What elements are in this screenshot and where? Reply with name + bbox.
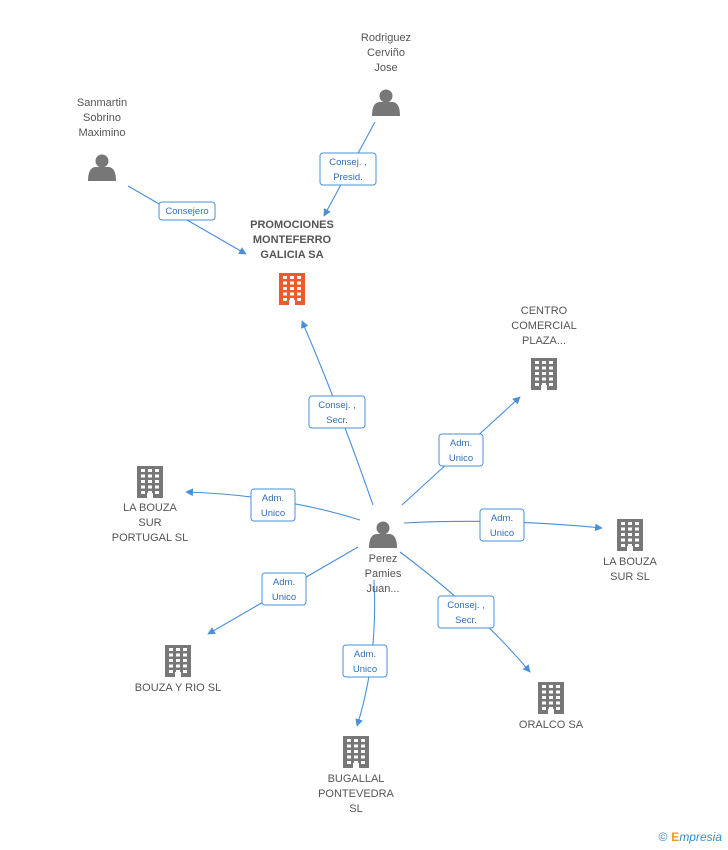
edge-label[interactable]: Consej. , Secr.: [437, 595, 495, 629]
edge-label-text: Consej. ,: [447, 600, 485, 611]
edge-perez-to-labouza_portugal: Adm. Unico: [185, 488, 361, 522]
copyright-symbol: ©: [658, 830, 668, 844]
edge-label[interactable]: Consejero: [158, 201, 216, 221]
edge-sanmartin-to-promociones: Consejero: [127, 185, 247, 255]
building-icon: [343, 736, 369, 768]
node-label: GALICIA SA: [260, 249, 323, 261]
edge-label-box: [158, 201, 216, 221]
node-label: SL: [349, 803, 362, 815]
edge-label-text: Unico: [449, 453, 473, 464]
node-label: COMERCIAL: [511, 320, 576, 332]
node-oralco[interactable]: ORALCO SA: [519, 682, 584, 731]
edge-label-box: [438, 433, 484, 467]
building-icon: [531, 358, 557, 390]
edge-perez-to-centro: Adm. Unico: [401, 396, 521, 506]
node-label: BUGALLAL: [328, 773, 385, 785]
edge-label[interactable]: Adm. Unico: [342, 644, 388, 678]
edge-label[interactable]: Consej. , Presid.: [319, 152, 377, 186]
edge-label-text: Unico: [272, 592, 296, 603]
edge-label-text: Adm.: [262, 493, 284, 504]
building-icon: [137, 466, 163, 498]
edge-label-box: [342, 644, 388, 678]
node-perez[interactable]: PerezPamiesJuan...: [365, 521, 402, 596]
edge-label-box: [437, 595, 495, 629]
node-labouza_sur[interactable]: LA BOUZA SUR SL: [603, 519, 658, 583]
edge-label-box: [479, 508, 525, 542]
edge-label-text: Adm.: [273, 577, 295, 588]
node-label: ORALCO SA: [519, 719, 584, 731]
edge-label-box: [250, 488, 296, 522]
edge-label-text: Consej. ,: [329, 157, 367, 168]
person-icon: [88, 154, 116, 181]
node-bugallal[interactable]: BUGALLAL PONTEVEDRA SL: [318, 736, 395, 815]
node-bouza_rio[interactable]: BOUZA Y RIO SL: [135, 645, 221, 694]
empresia-watermark: ©Empresia: [658, 830, 722, 844]
building-icon: [538, 682, 564, 714]
edge-perez-to-bouza_rio: Adm. Unico: [207, 546, 359, 635]
person-icon: [372, 89, 400, 116]
edge-label-box: [261, 572, 307, 606]
node-label: LA BOUZA: [123, 502, 177, 514]
node-label: Perez: [369, 553, 398, 565]
edge-label-text: Secr.: [455, 615, 477, 626]
edge-label[interactable]: Consej. , Secr.: [308, 395, 366, 429]
edge-label-text: Consej. ,: [318, 400, 356, 411]
node-label: Sobrino: [83, 112, 121, 124]
edge-label-box: [319, 152, 377, 186]
nodes-layer: PROMOCIONES MONTEFERRO GALICIA SA Rodriguez…: [77, 32, 658, 815]
node-label: PORTUGAL SL: [112, 532, 188, 544]
node-label: Jose: [374, 62, 397, 74]
brand-initial: E: [671, 830, 680, 844]
person-icon: [369, 521, 397, 548]
node-label: Rodriguez: [361, 32, 411, 44]
node-label: PLAZA...: [522, 335, 566, 347]
node-label: PONTEVEDRA: [318, 788, 394, 800]
edge-label-text: Presid.: [333, 172, 363, 183]
node-label: Maximino: [78, 127, 125, 139]
node-label: SUR SL: [610, 571, 650, 583]
edge-label[interactable]: Adm. Unico: [479, 508, 525, 542]
node-label: Pamies: [365, 568, 402, 580]
edge-perez-to-bugallal: Adm. Unico: [342, 579, 388, 727]
edge-label[interactable]: Adm. Unico: [250, 488, 296, 522]
edge-label-text: Adm.: [491, 513, 513, 524]
node-centro[interactable]: CENTRO COMERCIAL PLAZA...: [511, 305, 577, 390]
edge-label-text: Consejero: [165, 206, 208, 217]
node-label: LA BOUZA: [603, 556, 657, 568]
brand-name: mpresia: [679, 830, 722, 844]
edge-perez-to-oralco: Consej. , Secr.: [399, 551, 531, 673]
edge-label-text: Unico: [261, 508, 285, 519]
edge-label-box: [308, 395, 366, 429]
node-label: Juan...: [366, 583, 399, 595]
node-label: Cerviño: [367, 47, 405, 59]
edge-perez-to-labouza_sur: Adm. Unico: [403, 508, 603, 542]
node-label: Sanmartin: [77, 97, 127, 109]
edge-perez-to-promociones: Consej. , Secr.: [301, 320, 374, 506]
node-label: SUR: [138, 517, 161, 529]
building-icon: [617, 519, 643, 551]
node-labouza_portugal[interactable]: LA BOUZA SUR PORTUGAL SL: [112, 466, 188, 544]
edge-label-text: Unico: [353, 664, 377, 675]
edge-label-text: Unico: [490, 528, 514, 539]
node-promociones[interactable]: PROMOCIONES MONTEFERRO GALICIA SA: [250, 219, 334, 305]
node-label: CENTRO: [521, 305, 568, 317]
building-icon: [279, 273, 305, 305]
node-label: PROMOCIONES: [250, 219, 334, 231]
building-icon: [165, 645, 191, 677]
edge-label-text: Adm.: [450, 438, 472, 449]
edge-label-text: Adm.: [354, 649, 376, 660]
edge-rodriguez-to-promociones: Consej. , Presid.: [319, 121, 377, 217]
edge-label[interactable]: Adm. Unico: [261, 572, 307, 606]
node-label: MONTEFERRO: [253, 234, 332, 246]
edge-label-text: Secr.: [326, 415, 348, 426]
node-label: BOUZA Y RIO SL: [135, 682, 221, 694]
edge-label[interactable]: Adm. Unico: [438, 433, 484, 467]
